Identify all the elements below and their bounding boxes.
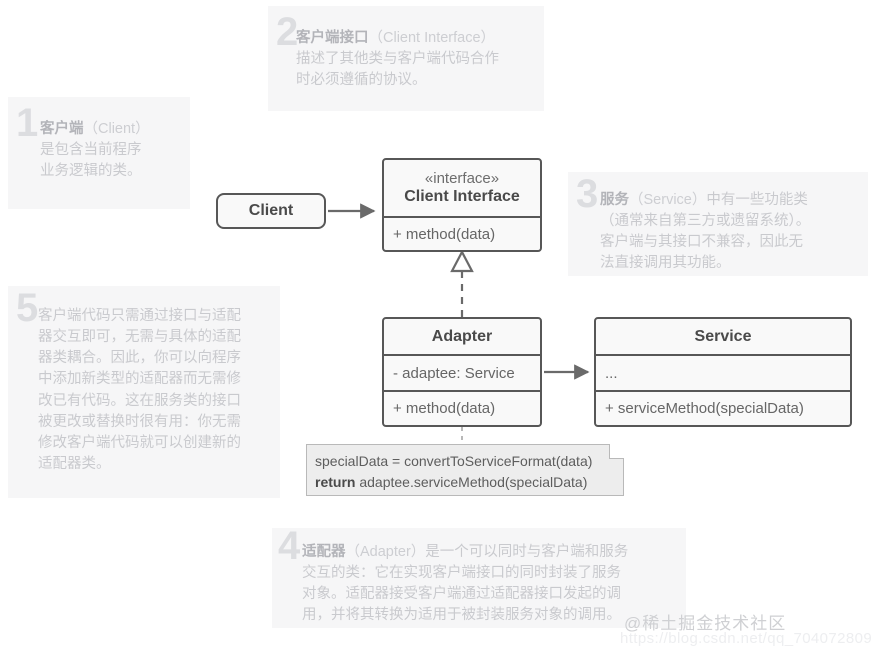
annotation-number-3: 3 bbox=[576, 172, 598, 216]
annotation-line: 被更改或替换时很有用：你无需 bbox=[38, 413, 241, 430]
uml-class-client[interactable]: Client bbox=[216, 193, 326, 229]
annotation-heading-4: 适配器（Adapter）是一个可以同时与客户端和服务 bbox=[302, 544, 629, 560]
annotation-callout-2: 2 客户端接口（Client Interface） 描述了其他类与客户端代码合作… bbox=[268, 6, 544, 111]
annotation-number-1: 1 bbox=[16, 101, 38, 145]
watermark-url: https://blog.csdn.net/qq_704072809 bbox=[620, 630, 873, 647]
code-note-line-1: specialData = convertToServiceFormat(dat… bbox=[315, 453, 593, 469]
class-member: + method(data) bbox=[393, 400, 496, 417]
annotation-line: 改已有代码。这在服务类的接口 bbox=[38, 392, 241, 409]
annotation-body-5: 客户端代码只需通过接口与适配 器交互即可，无需与具体的适配 器类耦合。因此，你可… bbox=[38, 306, 270, 475]
class-header-client-interface: «interface» Client Interface bbox=[384, 160, 540, 218]
annotation-line: 中添加新类型的适配器而无需修 bbox=[38, 371, 241, 388]
class-member: - adaptee: Service bbox=[384, 356, 540, 392]
annotation-line: 器类耦合。因此，你可以向程序 bbox=[38, 350, 241, 367]
annotation-body-1: 客户端（Client） 是包含当前程序 业务逻辑的类。 bbox=[40, 119, 180, 182]
annotation-line: 交互的类：它在实现客户端接口的同时封装了服务 bbox=[302, 565, 621, 582]
annotation-line: （通常来自第三方或遗留系统）。 bbox=[600, 213, 811, 230]
annotation-body-3: 服务（Service）中有一些功能类 （通常来自第三方或遗留系统）。 客户端与其… bbox=[600, 190, 858, 275]
class-header-service: Service bbox=[596, 319, 850, 356]
annotation-line: 时必须遵循的协议。 bbox=[296, 72, 427, 89]
annotation-callout-5: 5 客户端代码只需通过接口与适配 器交互即可，无需与具体的适配 器类耦合。因此，… bbox=[8, 286, 280, 498]
class-member: + serviceMethod(specialData) bbox=[605, 400, 804, 417]
annotation-line: 是包含当前程序 bbox=[40, 142, 142, 159]
annotation-heading-2: 客户端接口（Client Interface） bbox=[296, 30, 496, 46]
watermark-brand: @稀土掘金技术社区 bbox=[624, 614, 787, 633]
annotation-number-4: 4 bbox=[278, 524, 300, 568]
annotation-heading-3: 服务（Service）中有一些功能类 bbox=[600, 192, 808, 208]
annotation-body-2: 客户端接口（Client Interface） 描述了其他类与客户端代码合作 时… bbox=[296, 28, 534, 91]
class-name-client-interface: Client Interface bbox=[404, 188, 520, 205]
uml-note-adapter-code: specialData = convertToServiceFormat(dat… bbox=[306, 444, 624, 496]
wire-adapter-implements-interface bbox=[450, 249, 474, 317]
annotation-body-4: 适配器（Adapter）是一个可以同时与客户端和服务 交互的类：它在实现客户端接… bbox=[302, 542, 676, 627]
annotation-line: 适配器类。 bbox=[38, 456, 111, 473]
annotation-line: 对象。适配器接受客户端通过适配器接口发起的调 bbox=[302, 586, 621, 603]
class-header-adapter: Adapter bbox=[384, 319, 540, 356]
class-name-service: Service bbox=[694, 327, 752, 345]
code-note-line-2: return adaptee.serviceMethod(specialData… bbox=[315, 472, 615, 493]
annotation-line: 器交互即可，无需与具体的适配 bbox=[38, 329, 241, 346]
code-note-line-2-rest: adaptee.serviceMethod(specialData) bbox=[355, 474, 588, 490]
uml-class-client-interface[interactable]: «interface» Client Interface + method(da… bbox=[382, 158, 542, 252]
stereotype-label: «interface» bbox=[424, 170, 500, 187]
annotation-line: 修改客户端代码就可以创建新的 bbox=[38, 434, 241, 451]
annotation-line: 描述了其他类与客户端代码合作 bbox=[296, 51, 499, 68]
annotation-line: 客户端与其接口不兼容，因此无 bbox=[600, 234, 803, 251]
hollow-triangle-icon bbox=[450, 249, 474, 273]
class-member: ... bbox=[596, 356, 850, 392]
annotation-line: 业务逻辑的类。 bbox=[40, 163, 142, 180]
annotation-callout-1: 1 客户端（Client） 是包含当前程序 业务逻辑的类。 bbox=[8, 97, 190, 209]
class-name-adapter: Adapter bbox=[431, 327, 493, 345]
annotation-heading-1: 客户端（Client） bbox=[40, 121, 150, 137]
annotation-callout-3: 3 服务（Service）中有一些功能类 （通常来自第三方或遗留系统）。 客户端… bbox=[568, 172, 868, 276]
note-folded-corner-icon bbox=[609, 444, 624, 459]
code-keyword: return bbox=[315, 474, 356, 490]
annotation-number-5: 5 bbox=[16, 286, 38, 330]
uml-class-service[interactable]: Service ... + serviceMethod(specialData) bbox=[594, 317, 852, 427]
annotation-line: 用，并将其转换为适用于被封装服务对象的调用。 bbox=[302, 607, 621, 624]
annotation-line: 客户端代码只需通过接口与适配 bbox=[38, 308, 241, 324]
class-name-client: Client bbox=[248, 202, 294, 219]
annotation-callout-4: 4 适配器（Adapter）是一个可以同时与客户端和服务 交互的类：它在实现客户… bbox=[272, 524, 686, 628]
annotation-number-2: 2 bbox=[276, 10, 298, 54]
annotation-line: 法直接调用其功能。 bbox=[600, 255, 731, 272]
uml-class-adapter[interactable]: Adapter - adaptee: Service + method(data… bbox=[382, 317, 542, 427]
class-member: + method(data) bbox=[393, 225, 496, 243]
